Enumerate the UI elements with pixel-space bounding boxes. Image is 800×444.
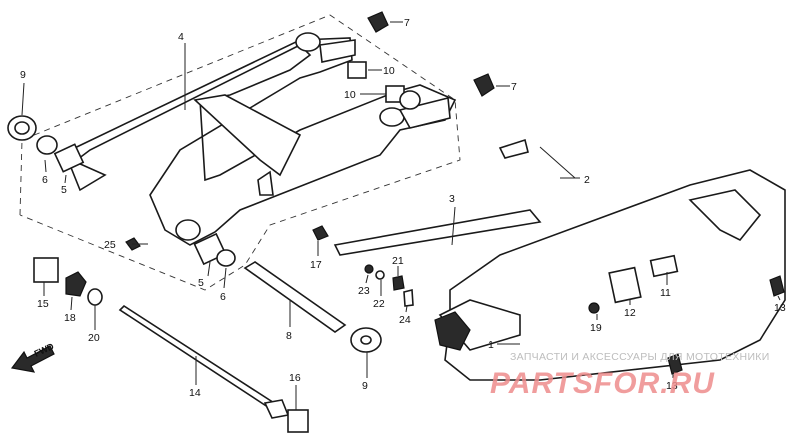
callout-23: 23 [358,285,370,297]
watermark: ЗАПЧАСТИ И АКСЕССУАРЫ ДЛЯ МОТОТЕХНИКИ PA… [490,351,770,400]
callout-9b: 9 [362,380,368,392]
pivot-shaft [243,261,347,333]
callout-6a: 6 [42,174,48,186]
axle-collar [33,257,59,283]
pivot-bearing-set-left [7,115,85,173]
callout-19: 19 [590,322,602,334]
chain-case-plate [498,138,529,159]
callout-12: 12 [624,307,636,319]
washer-22 [375,270,385,280]
nut-23 [364,264,374,274]
chain-adjuster-upper [367,11,389,33]
assembly-outline [19,14,461,291]
callout-2: 2 [584,174,590,186]
axle-spacer [287,409,309,433]
callout-labels: 4 7 10 10 7 9 6 5 3 2 25 5 6 8 17 9 14 1… [20,17,786,399]
forward-arrow-icon [10,345,55,373]
callout-7b: 7 [511,81,517,93]
chain-guide [333,209,542,256]
callout-18: 18 [64,312,76,324]
callout-8: 8 [286,330,292,342]
callout-10a: 10 [383,65,395,77]
callout-16: 16 [289,372,301,384]
callout-24: 24 [399,314,411,326]
callout-5b: 5 [198,277,204,289]
leader-lines [21,21,781,410]
callout-3: 3 [449,193,455,205]
callout-1: 1 [488,339,494,351]
callout-22: 22 [373,298,385,310]
forward-direction-indicator: FWD [10,341,56,373]
callout-9a: 9 [20,69,26,81]
bolt-17 [312,225,329,241]
watermark-caption: ЗАПЧАСТИ И АКСЕССУАРЫ ДЛЯ МОТОТЕХНИКИ [510,351,770,363]
chain-case [434,169,786,381]
callout-5a: 5 [61,184,67,196]
bolt-13-lower [667,353,683,375]
bolt-13-right [769,275,785,297]
callout-6b: 6 [220,291,226,303]
chain-adjuster-lower [473,73,495,97]
swingarm [58,32,457,246]
bolt-21 [392,275,405,291]
callout-21: 21 [392,255,404,267]
callout-10b: 10 [344,89,356,101]
cotter-pin-24 [403,288,414,307]
watermark-logo: PARTSFOR.RU [490,367,715,400]
rear-axle [118,304,287,417]
callout-4: 4 [178,31,184,43]
callout-13a: 13 [774,302,786,314]
callout-20: 20 [88,332,100,344]
pivot-bearing-set-right [193,232,236,267]
callout-7a: 7 [404,17,410,29]
bush-upper [347,61,367,79]
callout-25: 25 [104,239,116,251]
callout-15: 15 [37,298,49,310]
axle-nut [65,271,87,297]
callout-13b: 13 [666,380,678,392]
axle-washer [87,288,103,306]
bolt-19 [588,302,600,314]
callout-14: 14 [189,387,201,399]
callout-17: 17 [310,259,322,271]
callout-11: 11 [660,287,671,299]
